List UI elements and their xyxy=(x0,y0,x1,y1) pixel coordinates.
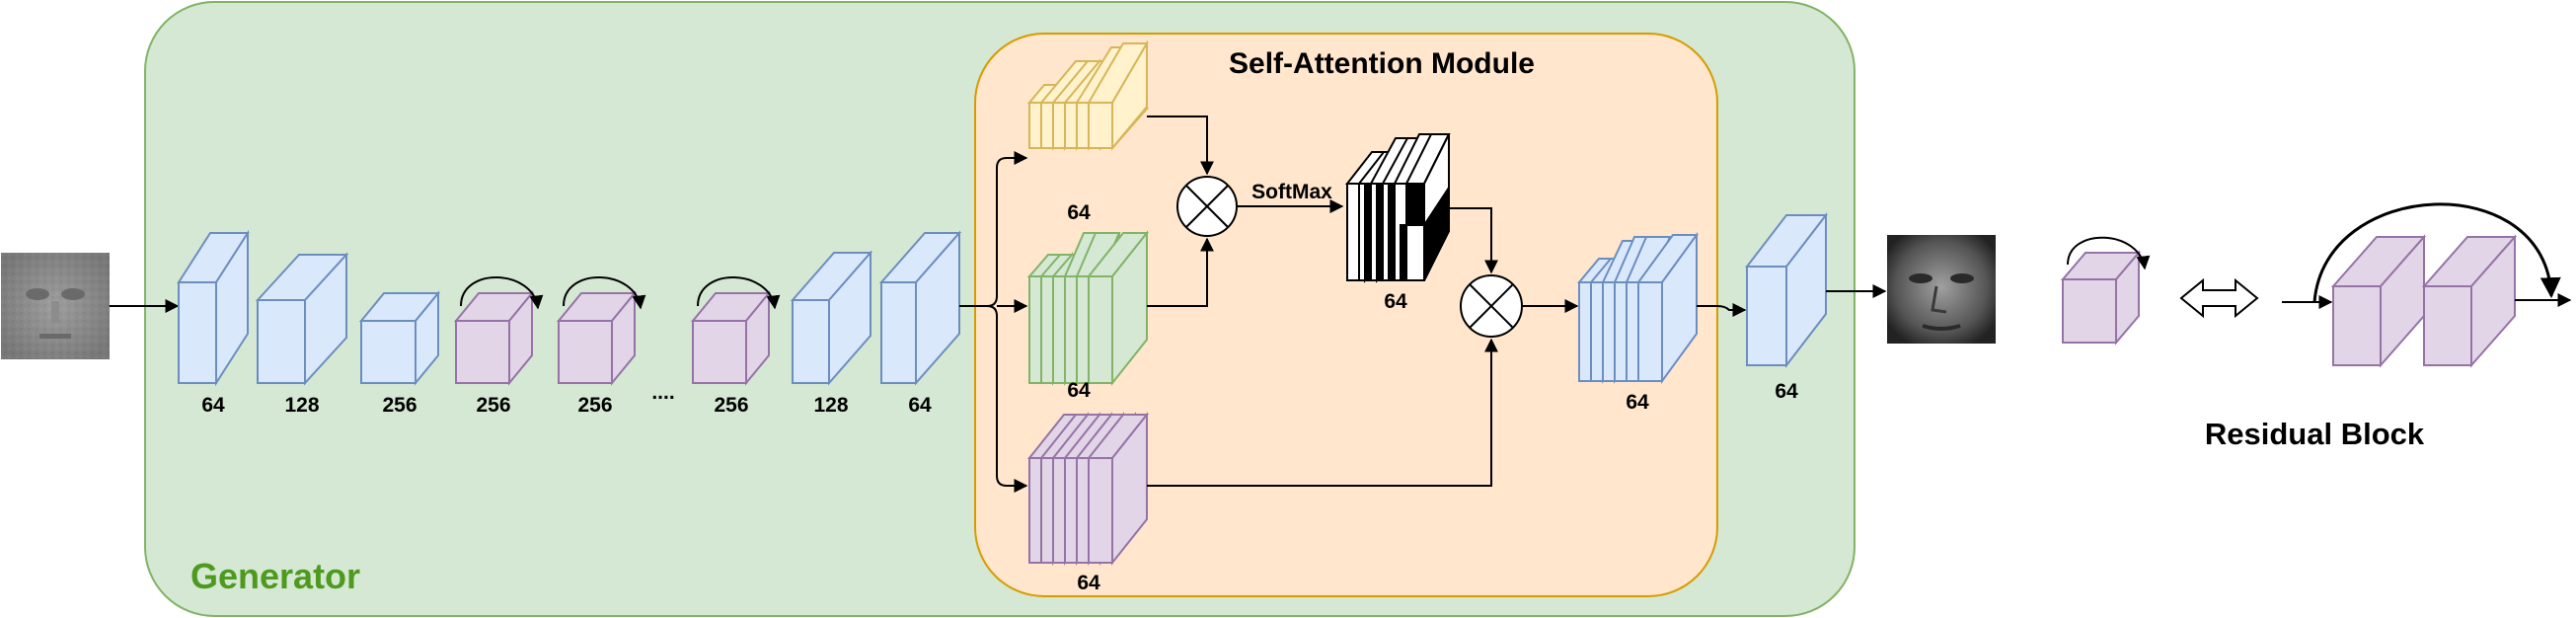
generator-label: Generator xyxy=(190,556,360,596)
purple-stack-label: 64 xyxy=(1077,572,1100,594)
mult1-arrows xyxy=(1147,116,1344,307)
block-label: 128 xyxy=(813,394,848,417)
residual-block-n xyxy=(690,276,781,386)
yellow-stack-label: 64 xyxy=(1067,201,1091,224)
mult2-arrows xyxy=(1147,207,1579,487)
block-label: 256 xyxy=(476,394,510,417)
block-label: 64 xyxy=(908,394,932,417)
after-label: 64 xyxy=(1775,380,1798,403)
attention-container xyxy=(974,33,1718,597)
block-label: 256 xyxy=(714,394,748,417)
block-128-a xyxy=(255,252,349,386)
block-label: 256 xyxy=(382,394,417,417)
block-label: 256 xyxy=(577,394,612,417)
residual-block-2 xyxy=(556,276,646,386)
blue-feature-stack xyxy=(1576,231,1699,385)
block-128-b xyxy=(790,250,873,386)
multiply-icon xyxy=(1460,274,1523,338)
attention-title: Self-Attention Module xyxy=(1229,47,1535,80)
face-input-image xyxy=(1,253,110,359)
concat-arrow xyxy=(1697,303,1747,317)
block-64-out xyxy=(1744,212,1829,368)
purple-feature-stack xyxy=(1026,412,1150,566)
double-arrow-icon xyxy=(2179,277,2259,319)
face-output-image xyxy=(1887,235,1996,344)
legend-residual-block xyxy=(2060,236,2151,346)
ellipsis: .... xyxy=(651,381,674,404)
yellow-feature-stack xyxy=(1026,39,1150,151)
concat-label: 64 xyxy=(1626,391,1649,414)
green-feature-stack xyxy=(1026,230,1150,386)
block-64-a xyxy=(177,229,250,387)
residual-block-label: Residual Block xyxy=(2205,417,2425,451)
attention-matrix-stack xyxy=(1344,133,1451,283)
block-64-b xyxy=(878,230,962,386)
block-label: 128 xyxy=(284,394,319,417)
matrix-label: 64 xyxy=(1384,290,1407,313)
branch-arrows xyxy=(959,151,1028,493)
block-label: 64 xyxy=(201,394,225,417)
skip-connection-arrow xyxy=(2312,202,2561,303)
green-stack-label: 64 xyxy=(1067,379,1091,402)
block-256-a xyxy=(358,290,441,386)
residual-detail xyxy=(2282,202,2572,368)
multiply-icon xyxy=(1176,176,1238,237)
softmax-label: SoftMax xyxy=(1251,181,1332,203)
residual-block-1 xyxy=(453,276,544,386)
